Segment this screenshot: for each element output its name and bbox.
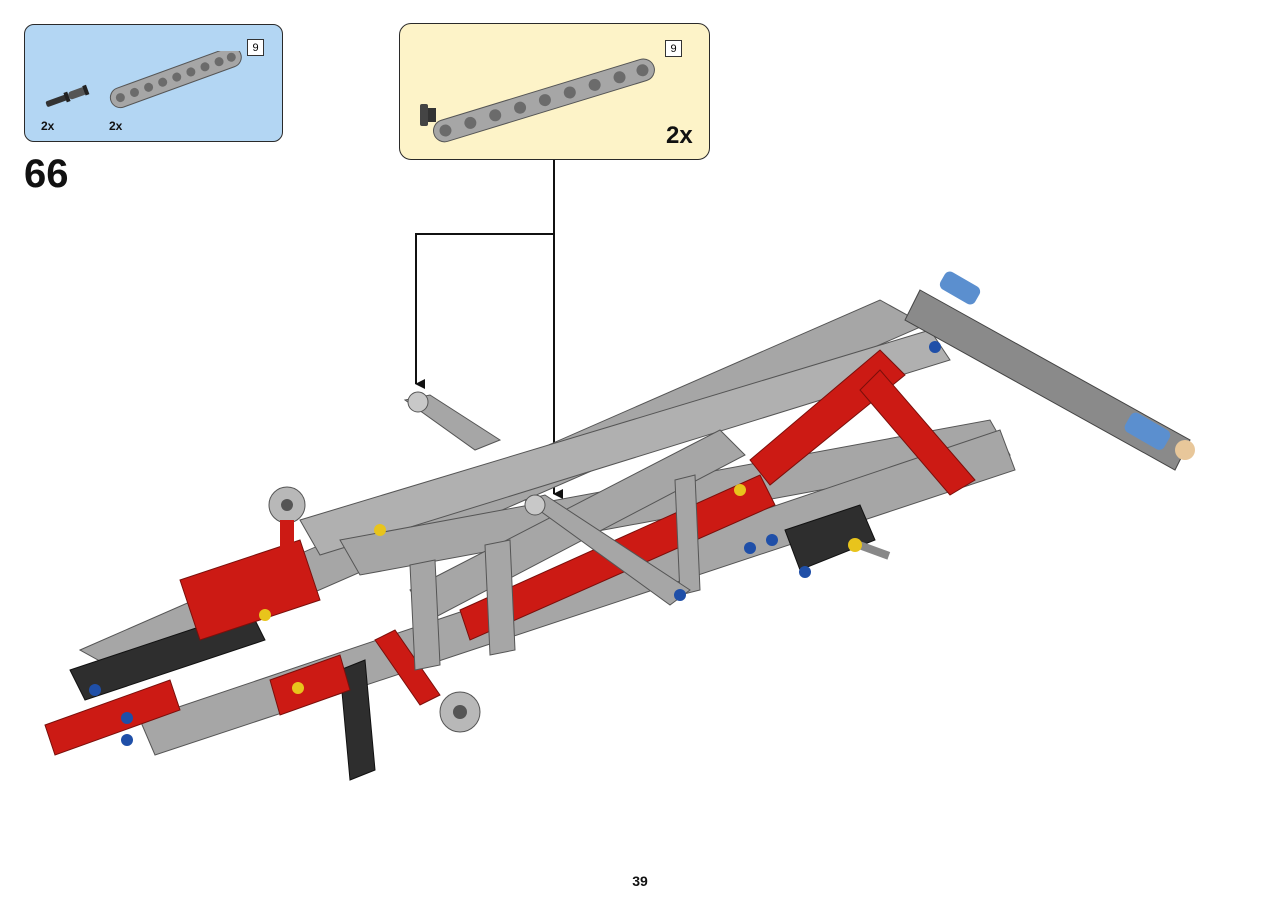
- new-beam-upper: [403, 391, 502, 451]
- beam-9-icon: [109, 51, 242, 109]
- blue-pins: [89, 341, 941, 746]
- axle-pin-icon: [45, 84, 90, 107]
- beam-9-quantity: 2x: [109, 119, 123, 133]
- gray-beam-vertical: [409, 474, 701, 671]
- black-connector: [784, 504, 891, 571]
- gear-lower: [374, 629, 481, 733]
- subassembly-box: 9 2x: [399, 23, 710, 160]
- subassembly-beam-icon: [420, 58, 655, 143]
- subassembly-length-tag: 9: [665, 40, 682, 57]
- step-number: 66: [24, 152, 69, 196]
- rear-cross-beam: [904, 271, 1195, 471]
- yellow-pins: [259, 484, 746, 694]
- parts-list-box: 2x 2x 9: [24, 24, 283, 142]
- subassembly-quantity: 2x: [666, 122, 693, 149]
- gear-upper: [268, 486, 306, 590]
- page-number: 39: [632, 873, 648, 889]
- beam-9-length-tag: 9: [247, 39, 264, 56]
- axle-pin-quantity: 2x: [41, 119, 55, 133]
- new-beam-lower: [523, 494, 691, 606]
